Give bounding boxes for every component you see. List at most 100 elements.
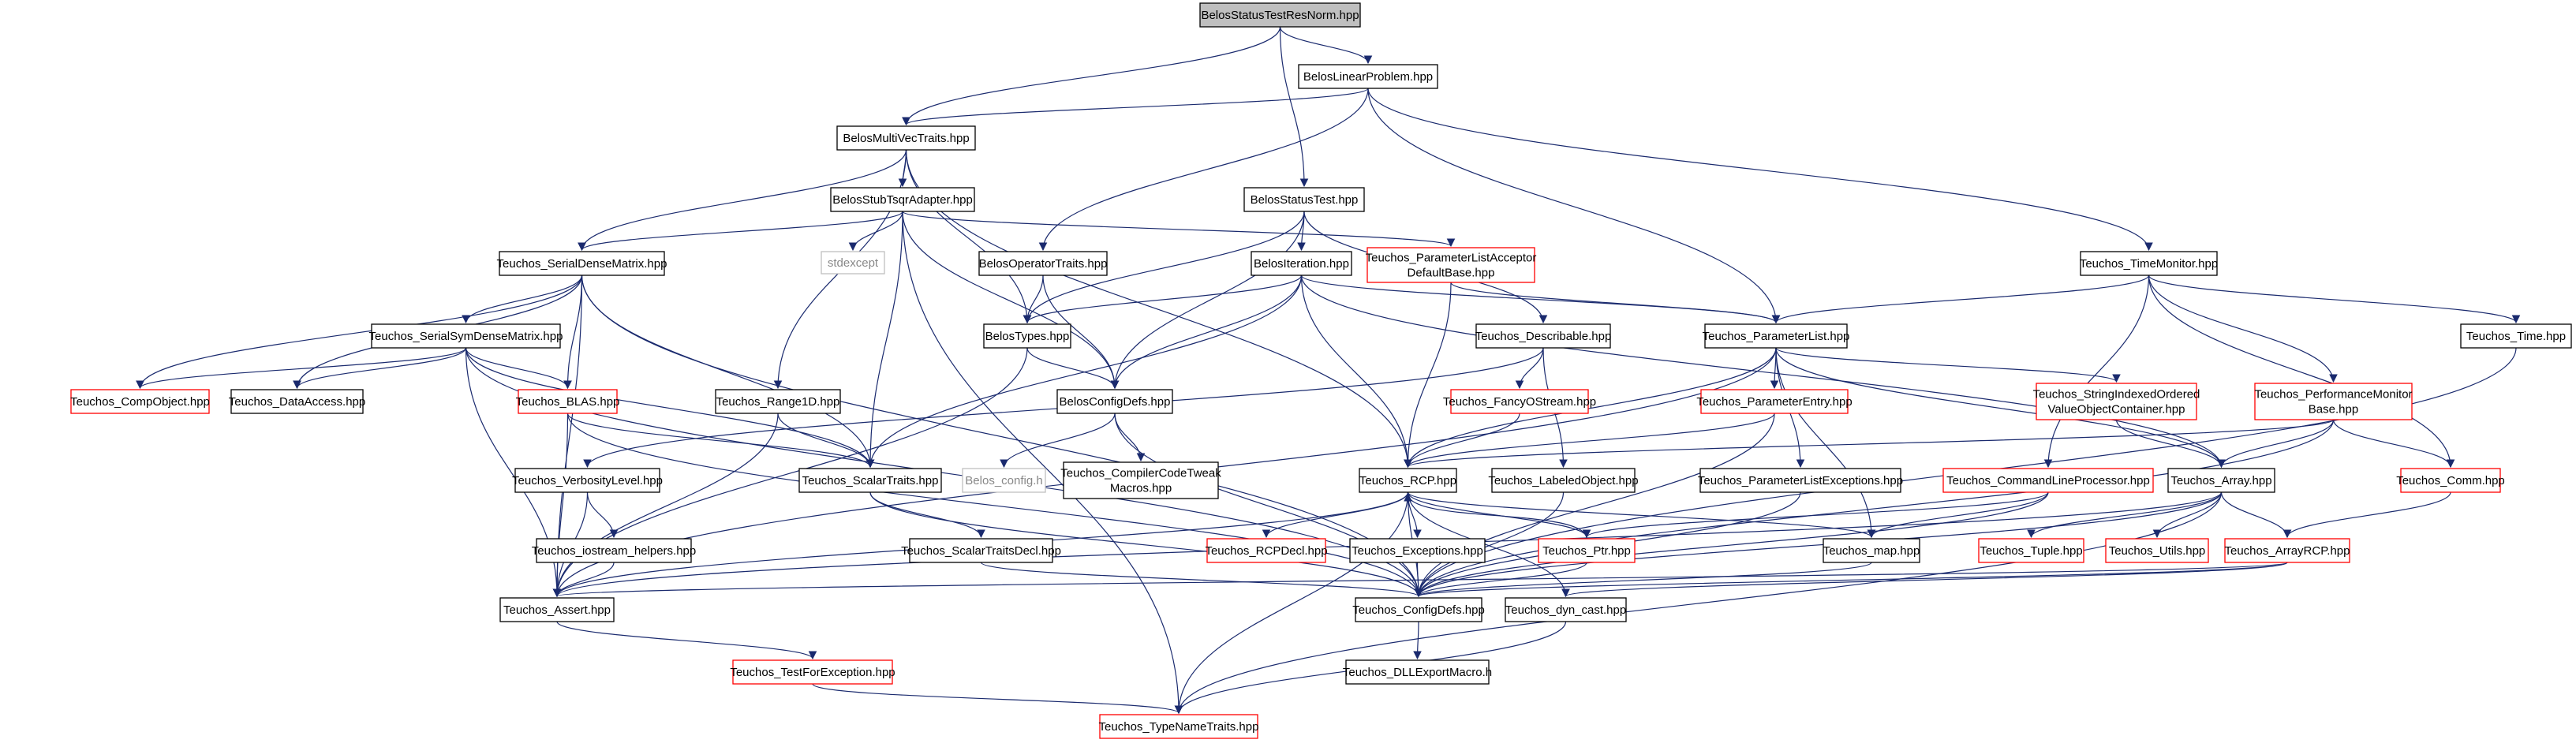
edge-n_rcp-to-n_typename: [1174, 491, 1409, 715]
node-n_paramlist[interactable]: Teuchos_ParameterList.hpp: [1703, 323, 1850, 349]
node-label: Teuchos_Time.hpp: [2466, 330, 2566, 343]
node-n_typename[interactable]: Teuchos_TypeNameTraits.hpp: [1099, 714, 1259, 739]
edge-n_scalartraits-to-n_configdefs: [869, 491, 1423, 598]
node-label: stdexcept: [828, 256, 879, 270]
edge-n_stringindexed-to-n_array: [2115, 419, 2226, 469]
node-n_plexcept[interactable]: Teuchos_ParameterListExceptions.hpp: [1698, 468, 1903, 493]
edge-n_iteration-to-n_rcp: [1300, 275, 1412, 469]
node-n_exceptions[interactable]: Teuchos_Exceptions.hpp: [1349, 538, 1486, 563]
edge-n_arrayrcp-to-n_configdefs: [1415, 562, 2288, 598]
node-n_iteration[interactable]: BelosIteration.hpp: [1251, 251, 1352, 276]
node-box: [536, 538, 692, 563]
node-n_statustest[interactable]: BelosStatusTest.hpp: [1243, 187, 1365, 212]
node-label: BelosOperatorTraits.hpp: [979, 257, 1108, 271]
node-n_map[interactable]: Teuchos_map.hpp: [1823, 538, 1920, 563]
edge-n_mvtraits-to-n_belostypes: [905, 149, 1032, 324]
node-n_stdexcept[interactable]: stdexcept: [821, 251, 885, 275]
node-n_tuple[interactable]: Teuchos_Tuple.hpp: [1978, 538, 2084, 563]
node-n_configdefs_belos[interactable]: BelosConfigDefs.hpp: [1056, 389, 1173, 414]
edge-n_ptr-to-n_rcp: [1404, 492, 1587, 540]
node-n_mvtraits[interactable]: BelosMultiVecTraits.hpp: [836, 125, 976, 151]
node-box: [371, 323, 561, 349]
node-n_cmdline[interactable]: Teuchos_CommandLineProcessor.hpp: [1942, 468, 2154, 493]
node-box: [715, 389, 841, 414]
node-label: Base.hpp: [2309, 403, 2358, 416]
node-n_comm[interactable]: Teuchos_Comm.hpp: [2396, 468, 2505, 493]
node-n_stdecl[interactable]: Teuchos_ScalarTraitsDecl.hpp: [901, 538, 1061, 563]
node-n_dataaccess[interactable]: Teuchos_DataAccess.hpp: [229, 389, 365, 414]
edge-n_perfmon-to-n_comm: [2332, 419, 2455, 469]
node-box: [1699, 468, 1901, 493]
node-n_assert[interactable]: Teuchos_Assert.hpp: [499, 597, 615, 622]
edge-n_iteration-to-n_scalartraits: [866, 275, 1303, 469]
node-label: BelosConfigDefs.hpp: [1060, 395, 1171, 409]
edge-n_perfmon-to-n_rcp: [1404, 419, 2335, 469]
node-n_opertraits[interactable]: BelosOperatorTraits.hpp: [978, 251, 1108, 276]
node-label: Teuchos_DataAccess.hpp: [229, 395, 365, 409]
node-label: Teuchos_Range1D.hpp: [716, 395, 840, 409]
node-n_describable[interactable]: Teuchos_Describable.hpp: [1475, 323, 1612, 349]
node-n_scalartraits[interactable]: Teuchos_ScalarTraits.hpp: [798, 468, 942, 493]
node-n_rcp[interactable]: Teuchos_RCP.hpp: [1359, 468, 1457, 493]
node-n_belosconfigh[interactable]: Belos_config.h: [962, 468, 1046, 493]
node-n_labeledobj[interactable]: Teuchos_LabeledObject.hpp: [1488, 468, 1639, 493]
node-n_timemonitor[interactable]: Teuchos_TimeMonitor.hpp: [2080, 251, 2218, 276]
node-label: Teuchos_CompilerCodeTweak: [1060, 467, 1221, 480]
node-label: BelosStatusTest.hpp: [1251, 193, 1359, 207]
node-n_stringindexed[interactable]: Teuchos_StringIndexedOrderedValueObjectC…: [2033, 383, 2200, 420]
node-n_utils[interactable]: Teuchos_Utils.hpp: [2105, 538, 2209, 563]
edge-n_rcp-to-n_dyncast: [1407, 491, 1570, 598]
node-box: [514, 468, 660, 493]
edge-n_stubtsqr-to-n_configdefs_belos: [902, 211, 1120, 390]
node-box: [1367, 247, 1535, 283]
node-n_configdefs[interactable]: Teuchos_ConfigDefs.hpp: [1352, 597, 1485, 622]
node-n_rcpdecl[interactable]: Teuchos_RCPDecl.hpp: [1205, 538, 1328, 563]
node-n_time[interactable]: Teuchos_Time.hpp: [2460, 323, 2572, 349]
node-n_root[interactable]: BelosStatusTestResNorm.hpp: [1199, 2, 1361, 28]
node-n_arrayrcp[interactable]: Teuchos_ArrayRCP.hpp: [2224, 538, 2350, 563]
edge-n_ptr-to-n_configdefs: [1414, 562, 1587, 598]
node-n_belostypes[interactable]: BelosTypes.hpp: [983, 323, 1071, 349]
node-n_linprob[interactable]: BelosLinearProblem.hpp: [1298, 64, 1438, 89]
edge-n_serialsym-to-n_dataaccess: [293, 347, 467, 390]
node-n_range1d[interactable]: Teuchos_Range1D.hpp: [715, 389, 841, 414]
edge-n_stubtsqr-to-n_stdexcept: [848, 211, 903, 252]
node-n_placcept[interactable]: Teuchos_ParameterListAcceptorDefaultBase…: [1366, 247, 1537, 283]
node-box: [1063, 461, 1219, 499]
node-n_paramentry[interactable]: Teuchos_ParameterEntry.hpp: [1696, 389, 1853, 414]
node-n_testforexc[interactable]: Teuchos_TestForException.hpp: [730, 659, 895, 685]
edge-n_fancyostream-to-n_rcp: [1404, 413, 1520, 469]
node-n_iostream[interactable]: Teuchos_iostream_helpers.hpp: [532, 538, 696, 563]
node-box: [230, 389, 364, 414]
node-n_stubtsqr[interactable]: BelosStubTsqrAdapter.hpp: [830, 187, 975, 212]
node-n_serialdense[interactable]: Teuchos_SerialDenseMatrix.hpp: [497, 251, 667, 276]
node-n_array[interactable]: Teuchos_Array.hpp: [2167, 468, 2275, 493]
node-n_dyncast[interactable]: Teuchos_dyn_cast.hpp: [1505, 597, 1627, 622]
node-box: [1700, 389, 1849, 414]
node-label: Teuchos_ScalarTraitsDecl.hpp: [901, 544, 1061, 558]
node-n_compobject[interactable]: Teuchos_CompObject.hpp: [70, 389, 210, 414]
edge-n_testforexc-to-n_typename: [812, 683, 1183, 715]
edge-n_arrayrcp-to-n_dyncast: [1561, 562, 2288, 598]
node-box: [1349, 538, 1486, 563]
node-box: [2400, 468, 2501, 493]
node-box: [983, 323, 1071, 349]
node-box: [1450, 389, 1589, 414]
node-label: ValueObjectContainer.hpp: [2047, 403, 2185, 416]
node-box: [499, 597, 615, 622]
edge-n_range1d-to-n_assert: [552, 413, 779, 598]
node-box: [1538, 538, 1636, 563]
node-box: [1298, 64, 1438, 89]
node-n_fancyostream[interactable]: Teuchos_FancyOStream.hpp: [1443, 389, 1596, 414]
node-label: Teuchos_FancyOStream.hpp: [1443, 395, 1596, 409]
node-n_ptr[interactable]: Teuchos_Ptr.hpp: [1538, 538, 1636, 563]
node-n_blas[interactable]: Teuchos_BLAS.hpp: [516, 389, 620, 414]
node-box: [1704, 323, 1848, 349]
node-n_verbosity[interactable]: Teuchos_VerbosityLevel.hpp: [512, 468, 663, 493]
edge-n_mvtraits-to-n_serialdense: [578, 149, 907, 252]
node-label: Teuchos_map.hpp: [1823, 544, 1920, 558]
node-n_serialsym[interactable]: Teuchos_SerialSymDenseMatrix.hpp: [369, 323, 563, 349]
node-n_dllexport[interactable]: Teuchos_DLLExportMacro.h: [1343, 659, 1492, 685]
